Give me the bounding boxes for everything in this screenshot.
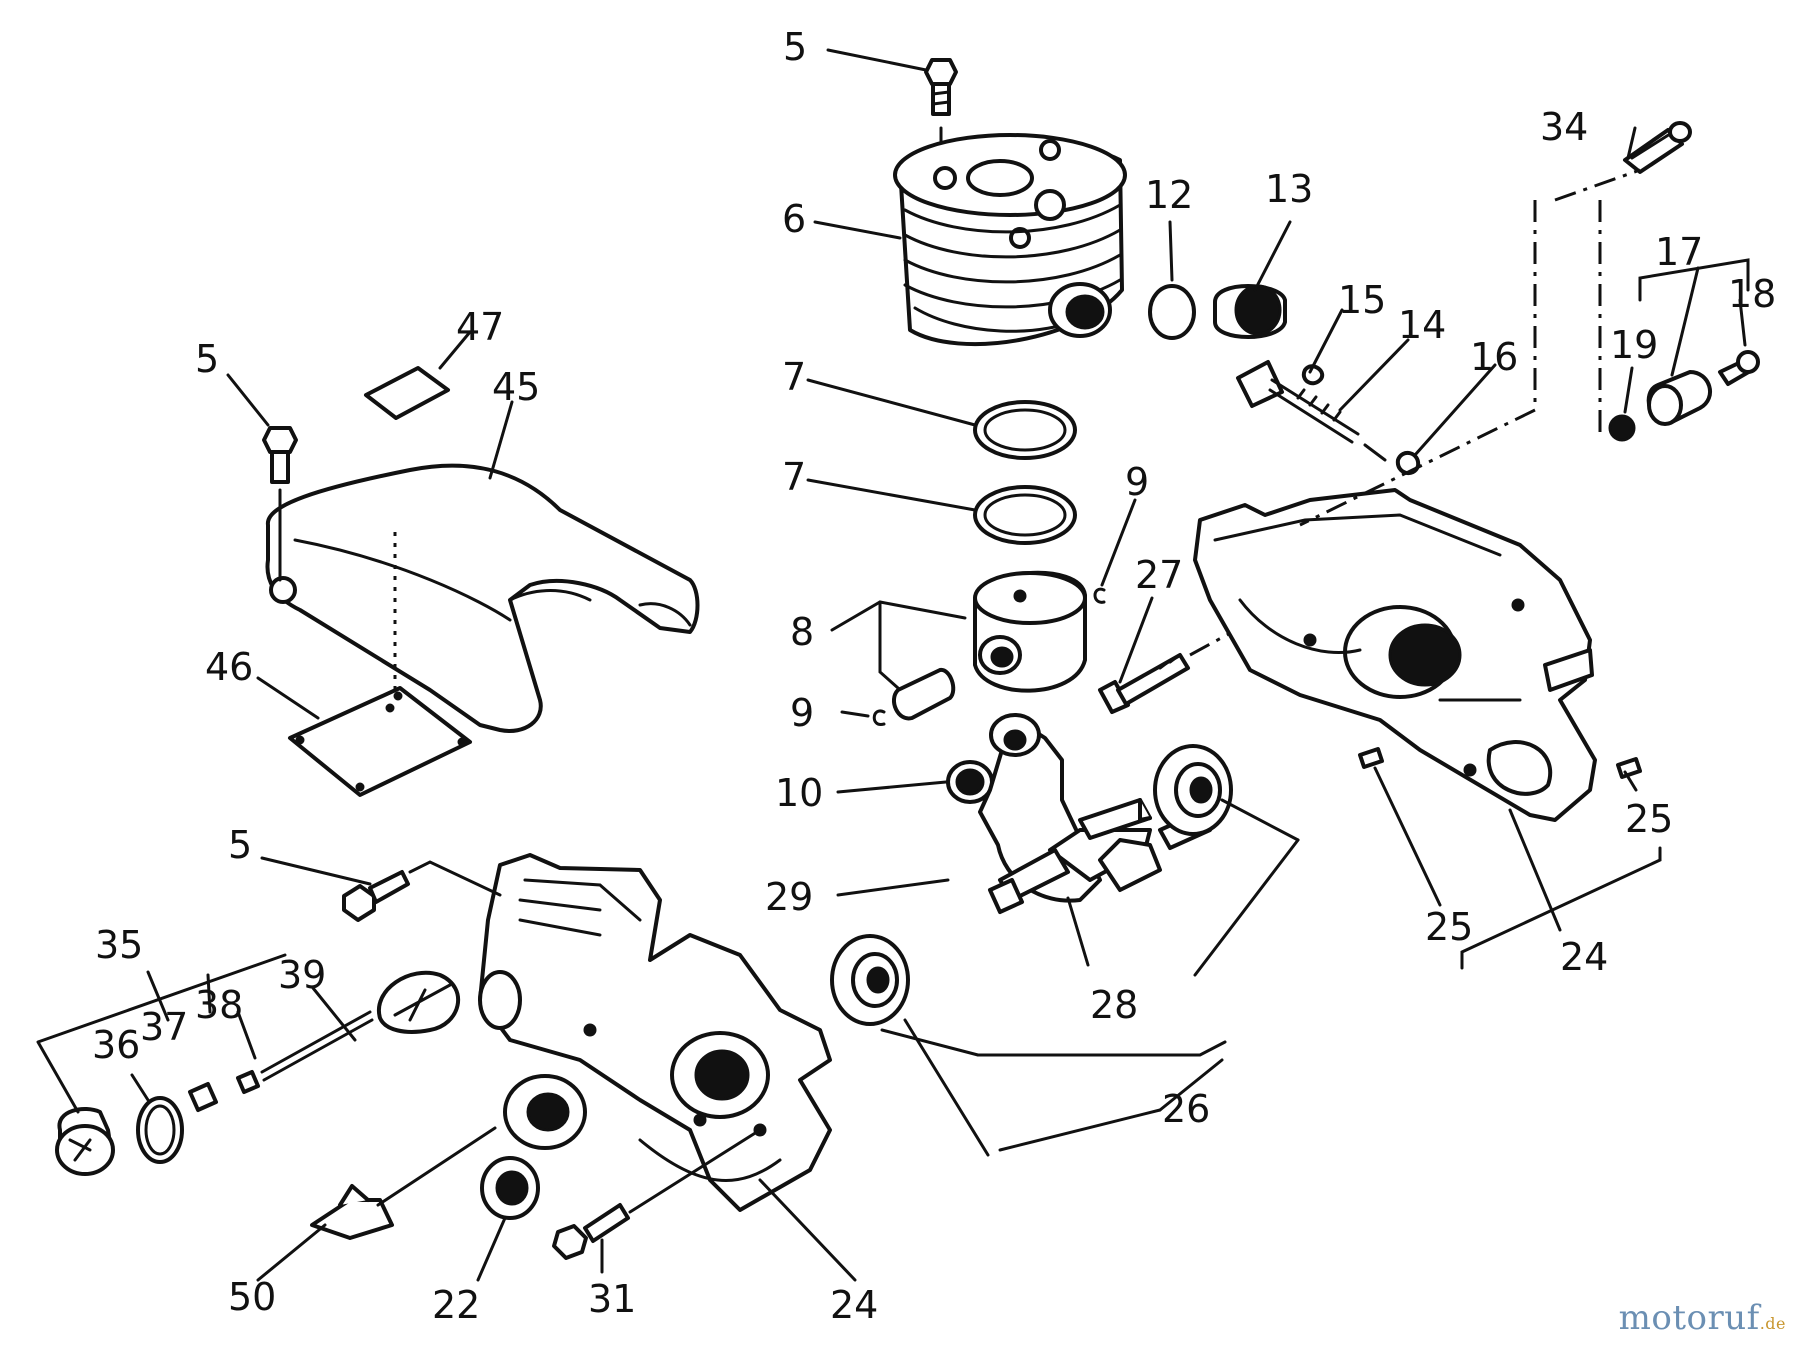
part-long-bolt: [1623, 121, 1692, 174]
watermark-tld: .de: [1759, 1314, 1786, 1333]
part-top-cover: [265, 463, 700, 733]
callout-18: 18: [1728, 272, 1776, 316]
part-crankcase-right: [1193, 488, 1597, 822]
part-piston-rings: [973, 400, 1077, 545]
part-seal: [480, 1156, 540, 1220]
callout-34-long-bolt: 34: [1540, 105, 1588, 149]
callout-5-cover-screw: 5: [195, 337, 219, 381]
part-oil-cap-assembly: [55, 970, 460, 1176]
callout-9-circlip-upper: 9: [1125, 460, 1149, 504]
callout-39: 39: [278, 953, 326, 997]
part-screw-31: [552, 1128, 762, 1260]
callout-36: 36: [92, 1023, 140, 1067]
callout-28-crankshaft: 28: [1090, 983, 1138, 1027]
part-bearings: [830, 744, 1233, 1026]
part-spring-rod: [1236, 360, 1421, 476]
part-dowel-pins: [1358, 747, 1642, 779]
watermark-logo: motoruf.de: [1619, 1298, 1786, 1338]
callout-14: 14: [1398, 303, 1446, 347]
callout-7-ring-upper: 7: [782, 355, 806, 399]
callout-25-right: 25: [1625, 797, 1673, 841]
callout-5-top-screw: 5: [783, 25, 807, 69]
callout-7-ring-lower: 7: [782, 455, 806, 499]
watermark-main: motoruf: [1618, 1298, 1760, 1338]
callout-47-label: 47: [456, 305, 504, 349]
leader-lines: [36, 48, 1750, 1282]
part-label: [364, 366, 450, 420]
callout-50-bracket: 50: [228, 1275, 276, 1319]
callout-6-cylinder: 6: [782, 197, 806, 241]
callout-10-needle-bearing: 10: [775, 771, 823, 815]
callout-16: 16: [1470, 335, 1518, 379]
callout-38: 38: [195, 983, 243, 1027]
callout-19: 19: [1610, 323, 1658, 367]
part-crankcase-left: [478, 853, 832, 1212]
callout-37: 37: [140, 1005, 188, 1049]
part-gasket-ring: [1148, 284, 1196, 340]
part-screw-crankcase: [342, 860, 502, 922]
part-bracket: [310, 1126, 497, 1240]
callout-24-left-crankcase: 24: [830, 1283, 878, 1327]
callout-27-bolt: 27: [1135, 553, 1183, 597]
callout-31-screw: 31: [588, 1277, 636, 1321]
callout-45-top-cover: 45: [492, 365, 540, 409]
callout-24-right-crankcase: 24: [1560, 935, 1608, 979]
callout-22-seal: 22: [432, 1283, 480, 1327]
callout-46-filter-plate: 46: [205, 645, 253, 689]
callout-12-gasket: 12: [1145, 173, 1193, 217]
callout-26-bearings: 26: [1162, 1087, 1210, 1131]
callout-35: 35: [95, 923, 143, 967]
part-piston: [892, 570, 1087, 721]
part-screw-cover: [262, 426, 298, 582]
part-bushing: [1213, 284, 1287, 339]
callout-labels: 5 6 12 13 34 17 18 19 15 14 16 47 45 5 7…: [92, 25, 1776, 1327]
part-cylinder: [893, 133, 1127, 347]
part-tensioner-set: [1608, 350, 1760, 442]
part-filter-plate: [288, 686, 472, 797]
callout-17: 17: [1655, 230, 1703, 274]
callout-13-bushing: 13: [1265, 167, 1313, 211]
callout-9-circlip-lower: 9: [790, 691, 814, 735]
part-circlips: [872, 587, 1106, 726]
callout-15: 15: [1338, 278, 1386, 322]
callout-29: 29: [765, 875, 813, 919]
callout-5-crankcase-screw: 5: [228, 823, 252, 867]
callout-25-left: 25: [1425, 905, 1473, 949]
part-crankshaft: [978, 713, 1212, 914]
callout-8-piston: 8: [790, 610, 814, 654]
part-screw-top: [924, 58, 958, 170]
